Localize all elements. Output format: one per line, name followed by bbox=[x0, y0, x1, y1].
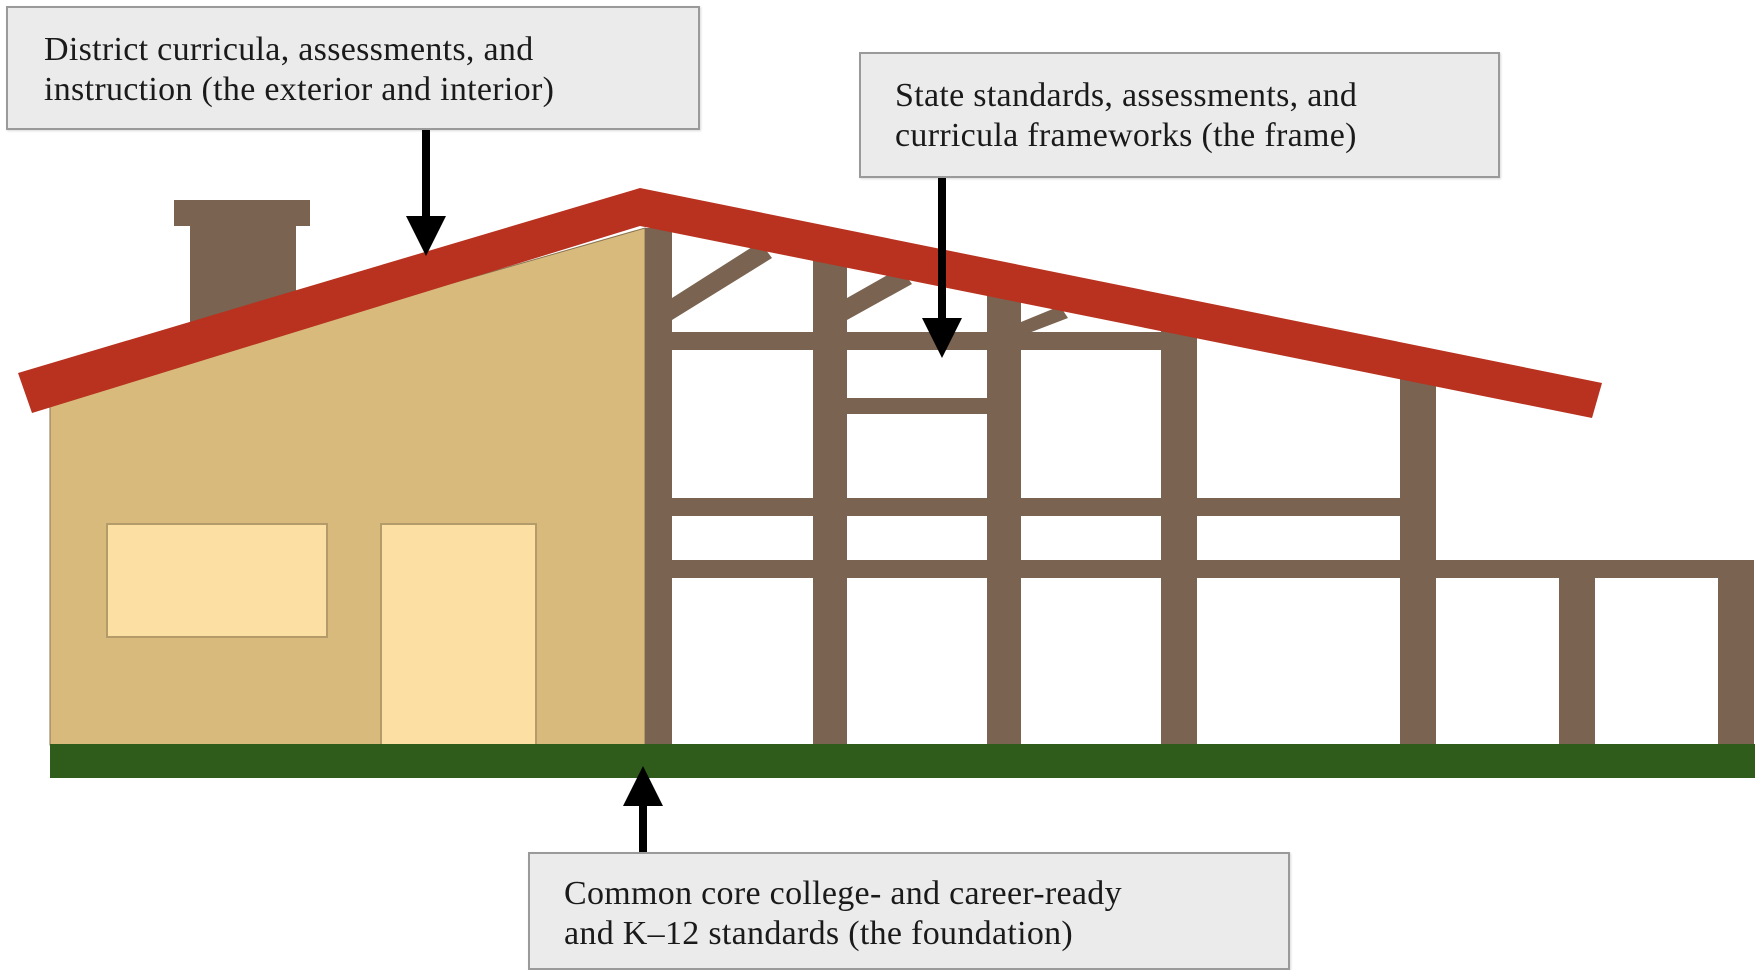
frame-stud bbox=[1559, 560, 1595, 745]
chimney-cap bbox=[174, 200, 310, 226]
house-frame bbox=[645, 228, 1754, 745]
district-label-box: District curricula, assessments, and ins… bbox=[6, 6, 700, 130]
frame-stud bbox=[1718, 560, 1754, 745]
frame-rail bbox=[847, 398, 987, 414]
frame-stud bbox=[987, 296, 1021, 745]
district-label-line-1: District curricula, assessments, and bbox=[44, 31, 534, 68]
house-foundation bbox=[50, 744, 1755, 778]
common-core-label-box: Common core college- and career-ready an… bbox=[528, 852, 1290, 970]
house-roof bbox=[18, 188, 1602, 418]
state-label-box: State standards, assessments, and curric… bbox=[859, 52, 1500, 178]
state-label-line-1: State standards, assessments, and bbox=[895, 77, 1358, 114]
frame-brace bbox=[672, 242, 772, 320]
frame-rail bbox=[645, 498, 1436, 516]
common-core-label-line-1: Common core college- and career-ready bbox=[564, 875, 1122, 912]
state-label-line-2: curricula frameworks (the frame) bbox=[895, 117, 1357, 154]
frame-stud bbox=[1161, 330, 1197, 745]
frame-rail bbox=[645, 560, 1754, 578]
house-window bbox=[106, 523, 328, 638]
frame-rail bbox=[645, 332, 1197, 350]
district-label-line-2: instruction (the exterior and interior) bbox=[44, 71, 555, 108]
frame-stud bbox=[645, 228, 672, 745]
frame-brace bbox=[847, 268, 912, 320]
house-door bbox=[380, 523, 537, 746]
common-core-label-line-2: and K–12 standards (the foundation) bbox=[564, 915, 1074, 952]
frame-brace bbox=[1021, 306, 1068, 336]
